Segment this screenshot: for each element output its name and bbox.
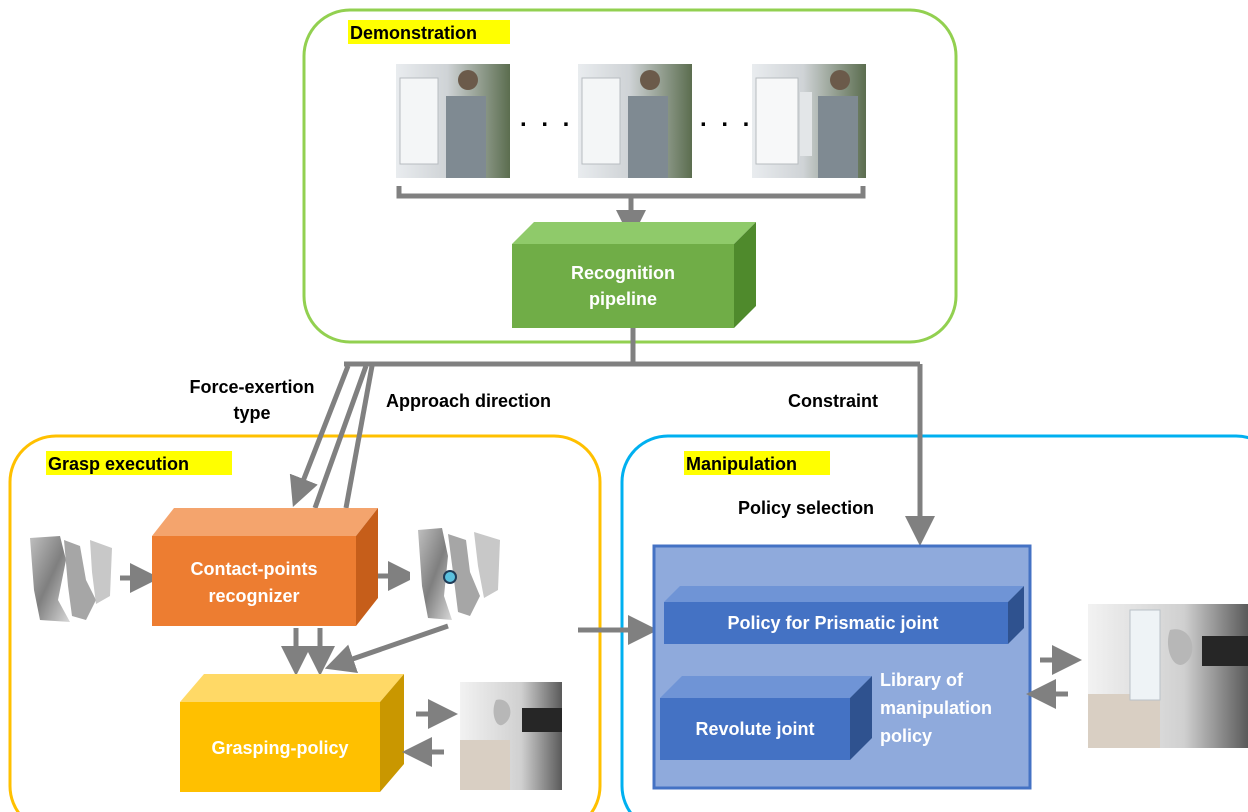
- contact-points-recognizer-box: [152, 508, 378, 626]
- contact-points-label-2: recognizer: [208, 586, 299, 606]
- robot-grasp-image: [460, 682, 562, 790]
- demo-frame-3: [752, 64, 866, 178]
- library-label-1: Library of: [880, 670, 964, 690]
- demo-frame-2: [578, 64, 692, 178]
- depth-image-input: [22, 532, 114, 624]
- constraint-label: Constraint: [788, 391, 878, 411]
- grasp-execution-panel: [8, 434, 602, 812]
- grasping-policy-box: [180, 674, 404, 792]
- manipulation-title: Manipulation: [686, 454, 797, 474]
- approach-direction-label: Approach direction: [386, 391, 551, 411]
- arrow-output-to-grasping: [324, 623, 449, 673]
- demonstration-panel: [302, 8, 958, 344]
- library-label-3: policy: [880, 726, 932, 746]
- grasping-policy-label: Grasping-policy: [211, 738, 348, 758]
- arrow-force-exertion: [289, 365, 351, 508]
- line-approach-direction-1: [312, 365, 369, 509]
- demo-frame-1: [396, 64, 510, 178]
- revolute-policy-box: [660, 676, 872, 760]
- prismatic-policy-box: [664, 586, 1024, 644]
- manipulation-panel: [620, 434, 1248, 812]
- grasp-execution-title: Grasp execution: [48, 454, 189, 474]
- depth-image-contact-output: [410, 526, 502, 622]
- contact-points-label-1: Contact-points: [191, 559, 318, 579]
- demo-bracket: [396, 186, 866, 199]
- recognition-pipeline-label-1: Recognition: [571, 263, 675, 283]
- force-exertion-label-2: type: [233, 403, 270, 423]
- ellipsis-1: . . .: [520, 105, 573, 132]
- recognition-pipeline-label-2: pipeline: [589, 289, 657, 309]
- library-label-2: manipulation: [880, 698, 992, 718]
- robot-manipulation-image: [1088, 604, 1248, 748]
- manipulation-highlight: [684, 451, 830, 475]
- demonstration-highlight: [348, 20, 510, 44]
- revolute-policy-label: Revolute joint: [695, 719, 814, 739]
- recognition-pipeline-box: [512, 222, 756, 328]
- prismatic-policy-label: Policy for Prismatic joint: [727, 613, 938, 633]
- line-approach-direction-2: [343, 365, 375, 509]
- ellipsis-2: . . .: [700, 105, 753, 132]
- force-exertion-label-1: Force-exertion: [189, 377, 314, 397]
- grasp-execution-highlight: [46, 451, 232, 475]
- demonstration-title: Demonstration: [350, 23, 477, 43]
- policy-selection-label: Policy selection: [738, 498, 874, 518]
